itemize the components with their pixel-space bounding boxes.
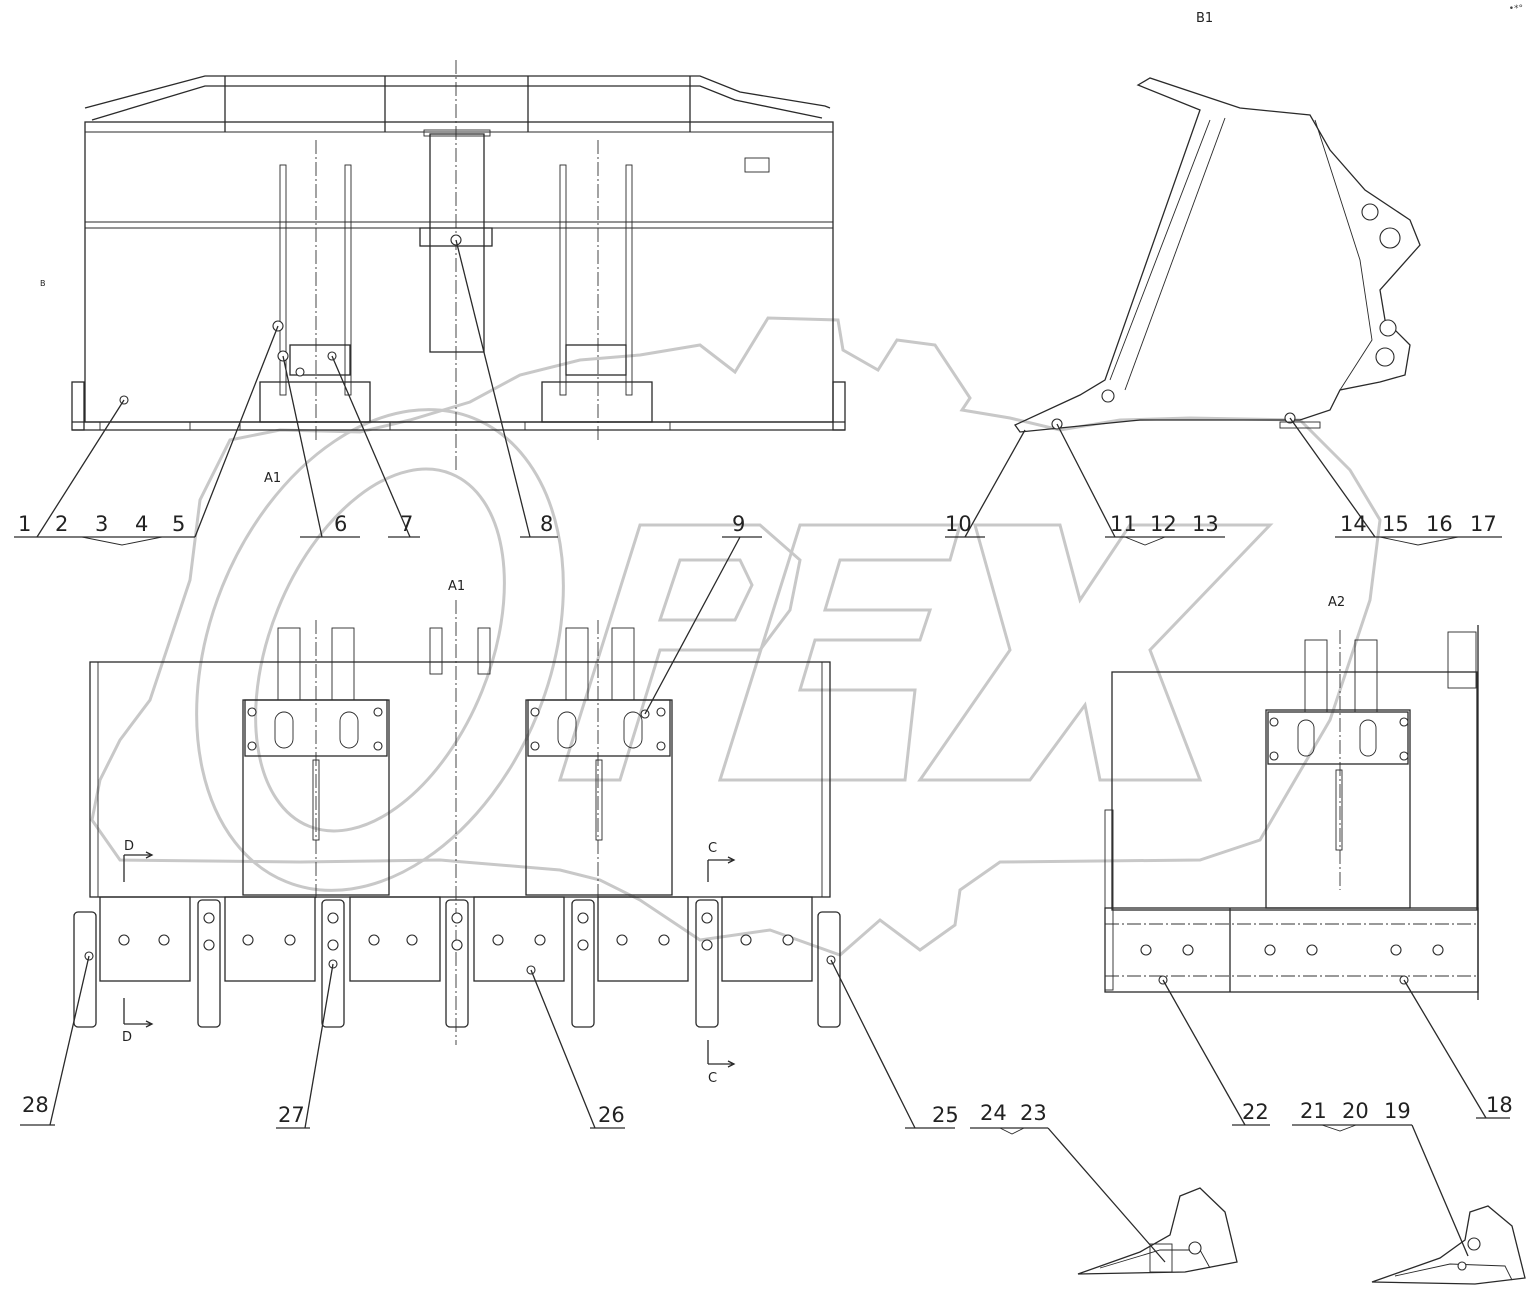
callout-15: 15 bbox=[1382, 512, 1409, 536]
top-view-a1 bbox=[73, 600, 841, 1068]
callout-12: 12 bbox=[1150, 512, 1177, 536]
callout-26: 26 bbox=[598, 1103, 625, 1127]
callout-13: 13 bbox=[1192, 512, 1219, 536]
callout-22: 22 bbox=[1242, 1100, 1269, 1124]
callout-20: 20 bbox=[1342, 1099, 1369, 1123]
callout-10: 10 bbox=[945, 512, 972, 536]
side-view-b1 bbox=[1014, 77, 1421, 433]
callout-3: 3 bbox=[95, 512, 108, 536]
callout-8: 8 bbox=[540, 512, 553, 536]
section-mark-d-bottom: D bbox=[122, 1030, 132, 1045]
watermark-letter-e bbox=[717, 523, 962, 782]
watermark-letter-p bbox=[557, 523, 802, 782]
callout-24: 24 bbox=[980, 1101, 1007, 1125]
watermark-gear bbox=[90, 316, 1382, 957]
callout-2: 2 bbox=[55, 512, 68, 536]
watermark bbox=[90, 316, 1382, 957]
corner-mark: •*° bbox=[1508, 4, 1523, 14]
watermark-letter-x bbox=[917, 523, 1274, 782]
callout-1: 1 bbox=[18, 512, 31, 536]
section-mark-d-top: D bbox=[124, 839, 134, 854]
callout-17: 17 bbox=[1470, 512, 1497, 536]
front-view bbox=[71, 60, 846, 470]
callout-5: 5 bbox=[172, 512, 185, 536]
watermark-ring-inner bbox=[254, 467, 506, 833]
view-label-a1: A1 bbox=[448, 579, 465, 594]
callout-25: 25 bbox=[932, 1103, 959, 1127]
view-a2 bbox=[1104, 625, 1479, 1000]
callout-9: 9 bbox=[732, 512, 745, 536]
callout-16: 16 bbox=[1426, 512, 1453, 536]
section-mark-c-bottom: C bbox=[708, 1071, 717, 1086]
callout-4: 4 bbox=[135, 512, 148, 536]
callout-28: 28 bbox=[22, 1093, 49, 1117]
view-label-b-small: B bbox=[40, 279, 46, 288]
watermark-ring-outer bbox=[195, 408, 565, 892]
view-label-a2: A2 bbox=[1328, 595, 1345, 610]
view-label-b1: B1 bbox=[1196, 11, 1213, 26]
tooth-detail-left bbox=[1077, 1187, 1238, 1275]
tooth-detail-right bbox=[1371, 1205, 1526, 1285]
callout-18: 18 bbox=[1486, 1093, 1513, 1117]
callout-19: 19 bbox=[1384, 1099, 1411, 1123]
section-mark-c-top: C bbox=[708, 841, 717, 856]
callout-6: 6 bbox=[334, 512, 347, 536]
view-label-a1-small: A1 bbox=[264, 471, 281, 486]
callout-7: 7 bbox=[400, 512, 413, 536]
callout-27: 27 bbox=[278, 1103, 305, 1127]
callout-11: 11 bbox=[1110, 512, 1137, 536]
callout-23: 23 bbox=[1020, 1101, 1047, 1125]
callout-14: 14 bbox=[1340, 512, 1367, 536]
leader-lines bbox=[14, 239, 1510, 1263]
callout-21: 21 bbox=[1300, 1099, 1327, 1123]
